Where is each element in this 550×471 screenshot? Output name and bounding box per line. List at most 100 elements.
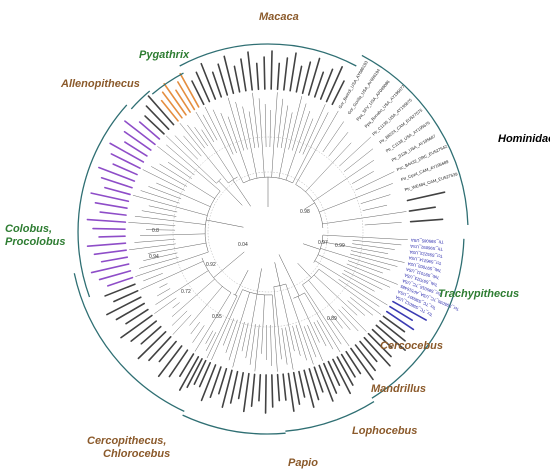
clade-arcs bbox=[73, 43, 469, 435]
branch-line bbox=[128, 222, 176, 226]
branch-line bbox=[360, 194, 391, 204]
allenopithecus-arc bbox=[130, 90, 151, 110]
branch-line bbox=[206, 219, 244, 228]
macaca-arc bbox=[179, 43, 357, 67]
tip-mark bbox=[93, 249, 127, 256]
branch-line bbox=[241, 322, 249, 352]
tip-mark bbox=[98, 235, 126, 238]
branch-line bbox=[279, 285, 295, 352]
tip-label: Tcr_S96214_USA bbox=[408, 255, 442, 266]
clade-label-mandrillus: Mandrillus bbox=[371, 383, 426, 395]
branch-line bbox=[350, 250, 405, 263]
branch-line bbox=[134, 239, 176, 243]
tip-mark bbox=[113, 290, 139, 303]
tip-mark bbox=[98, 166, 136, 182]
clade-label-pygathrix: Pygathrix bbox=[139, 49, 190, 61]
tip-mark bbox=[354, 344, 376, 372]
tip-mark bbox=[287, 372, 295, 412]
tip-mark bbox=[124, 141, 148, 157]
branch-line bbox=[305, 142, 352, 192]
branch-line bbox=[307, 324, 323, 361]
branch-line bbox=[338, 279, 380, 307]
tip-mark bbox=[319, 68, 334, 100]
tip-mark bbox=[157, 345, 183, 378]
branch-line bbox=[204, 106, 244, 183]
branch-line bbox=[234, 270, 249, 296]
tip-mark bbox=[318, 364, 334, 402]
branch-line bbox=[245, 294, 258, 359]
branch-line bbox=[352, 171, 374, 184]
branch-line bbox=[319, 183, 393, 213]
branch-line bbox=[235, 101, 248, 150]
tip-mark bbox=[163, 82, 187, 116]
tip-mark bbox=[223, 55, 235, 95]
tip-mark bbox=[158, 340, 177, 363]
branch-line bbox=[146, 229, 176, 231]
branch-line bbox=[166, 144, 221, 192]
tip-mark bbox=[168, 349, 189, 378]
branch-line bbox=[171, 310, 188, 326]
tip-mark bbox=[100, 176, 133, 189]
branch-line bbox=[292, 112, 329, 183]
branch-line bbox=[201, 129, 234, 180]
support-value: 0.55 bbox=[212, 314, 222, 320]
tip-mark bbox=[195, 71, 211, 103]
mandrillus-arc bbox=[336, 401, 375, 421]
clade-label-papio: Papio bbox=[288, 457, 318, 469]
tip-mark bbox=[209, 366, 222, 399]
tip-mark bbox=[107, 276, 134, 287]
branch-arc bbox=[216, 178, 222, 184]
tip-label: Tfr_S95085_USA bbox=[410, 238, 443, 245]
branch-line bbox=[187, 124, 205, 149]
branch-line bbox=[183, 135, 202, 157]
tip-mark bbox=[138, 121, 161, 140]
clade-label-trachypithecus: Trachypithecus bbox=[438, 288, 519, 300]
branch-line bbox=[280, 105, 289, 149]
branch-line bbox=[313, 274, 358, 316]
branch-line bbox=[157, 288, 171, 297]
branch-arc bbox=[295, 184, 324, 229]
tip-mark bbox=[160, 99, 179, 122]
branch-line bbox=[297, 296, 320, 343]
tip-mark bbox=[179, 353, 195, 378]
branch-line bbox=[308, 280, 351, 331]
tree-branches bbox=[128, 92, 408, 372]
tip-mark bbox=[110, 153, 141, 169]
branch-line bbox=[318, 268, 382, 315]
tip-mark bbox=[147, 95, 175, 126]
tip-labels: Gor_Bwindi_USA_AY686193Gor_Gorilla_USA_A… bbox=[86, 50, 460, 414]
branch-line bbox=[194, 292, 232, 352]
clade-label-allenopithecus: Allenopithecus bbox=[60, 78, 140, 90]
branch-line bbox=[151, 166, 188, 187]
branch-line bbox=[254, 324, 260, 372]
branch-line bbox=[328, 317, 350, 347]
tip-mark bbox=[295, 65, 303, 93]
branch-line bbox=[227, 116, 251, 181]
branch-line bbox=[295, 324, 307, 361]
branch-line bbox=[155, 270, 209, 305]
support-value: 0.04 bbox=[238, 242, 248, 248]
branch-line bbox=[140, 233, 206, 236]
branch-line bbox=[322, 121, 344, 153]
tip-mark bbox=[247, 51, 253, 91]
tip-mark bbox=[86, 242, 127, 248]
branch-line bbox=[205, 330, 214, 344]
tip-mark bbox=[221, 369, 233, 408]
branch-line bbox=[166, 135, 217, 184]
support-value: 0.99 bbox=[335, 243, 345, 249]
tip-mark bbox=[130, 320, 157, 342]
tip-mark bbox=[104, 283, 136, 297]
cercocebus-arc bbox=[371, 344, 430, 399]
tip-mark bbox=[177, 81, 196, 111]
branch-line bbox=[314, 260, 388, 306]
support-value: 0.98 bbox=[300, 209, 310, 215]
tip-mark bbox=[255, 62, 260, 91]
tip-mark bbox=[109, 142, 145, 163]
tip-mark bbox=[99, 211, 127, 216]
tip-mark bbox=[191, 80, 205, 106]
branch-line bbox=[281, 327, 288, 365]
branch-line bbox=[194, 127, 208, 147]
tip-mark bbox=[389, 305, 413, 322]
branch-line bbox=[134, 215, 206, 225]
tip-mark bbox=[120, 314, 153, 339]
